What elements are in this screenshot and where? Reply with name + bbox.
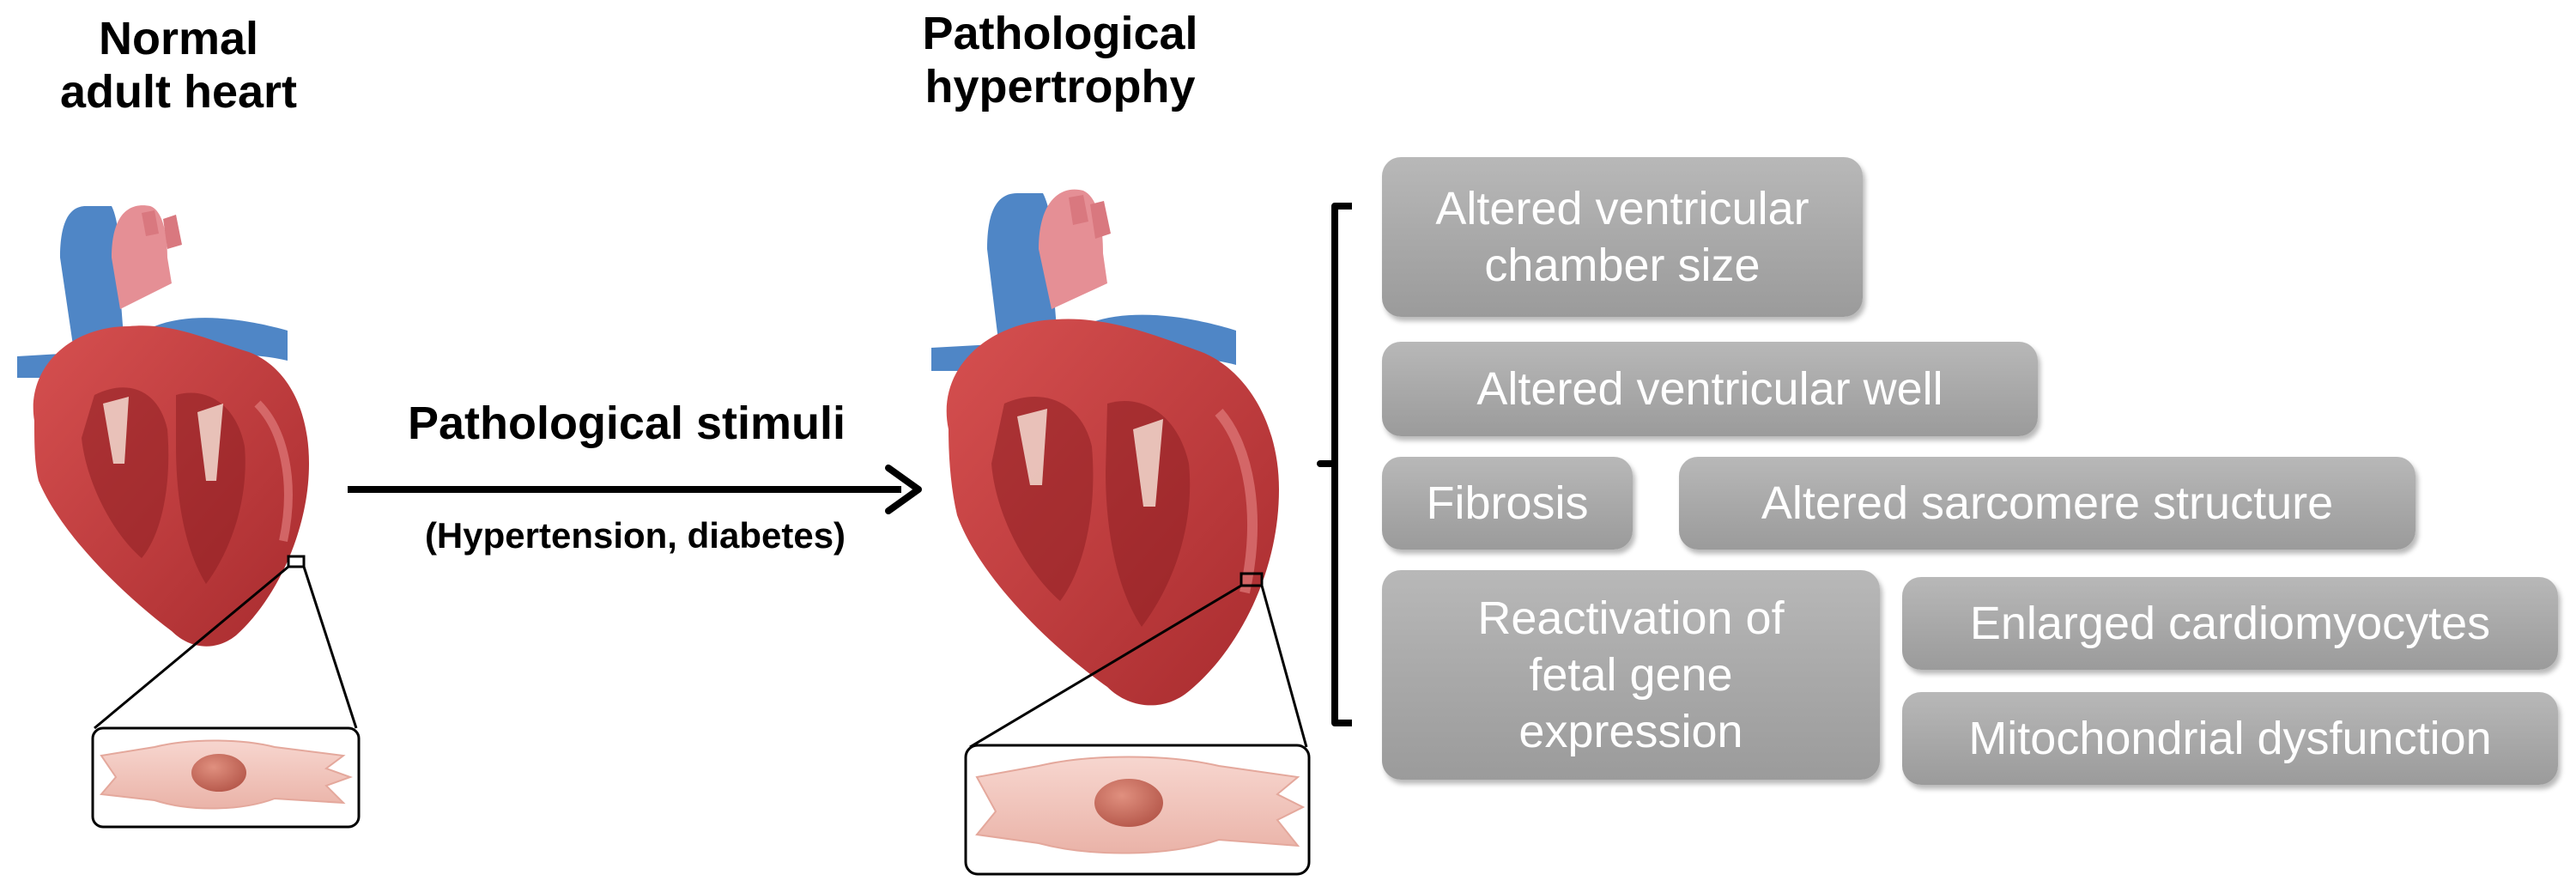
stimuli-sublabel: (Hypertension, diabetes) — [424, 515, 846, 556]
feature-text: Reactivation of — [1477, 592, 1785, 644]
stimuli-arrow — [348, 465, 922, 514]
zoom-line — [94, 565, 289, 730]
feature-box-chamber-size: Altered ventricular chamber size — [1382, 157, 1863, 317]
zoom-line — [1260, 585, 1308, 748]
normal-heart-title: Normal adult heart — [24, 12, 333, 118]
title-line: hypertrophy — [924, 61, 1196, 112]
feature-text: expression — [1518, 706, 1743, 757]
title-line: Normal — [98, 13, 259, 64]
feature-text: fetal gene — [1529, 649, 1733, 701]
normal-heart-icon — [17, 205, 309, 647]
feature-text: Altered ventricular well — [1476, 363, 1943, 415]
feature-text: chamber size — [1484, 240, 1761, 291]
zoom-marker — [1240, 572, 1264, 587]
bracket — [1317, 203, 1352, 726]
feature-text: Altered sarcomere structure — [1761, 477, 2334, 529]
feature-box-sarcomere: Altered sarcomere structure — [1679, 457, 2415, 550]
feature-box-ventricular-wall: Altered ventricular well — [1382, 342, 2038, 436]
enlarged-cardiomyocyte-icon — [975, 756, 1306, 854]
feature-box-mitochondrial: Mitochondrial dysfunction — [1902, 692, 2558, 785]
feature-text: Fibrosis — [1426, 477, 1589, 529]
title-line: Pathological — [922, 8, 1198, 59]
feature-box-fetal-gene: Reactivation of fetal gene expression — [1382, 570, 1880, 780]
zoom-line — [969, 584, 1242, 749]
feature-text: Mitochondrial dysfunction — [1968, 713, 2492, 764]
zoom-line — [302, 566, 358, 729]
feature-text: Altered ventricular — [1435, 183, 1809, 234]
enlarged-heart-icon — [931, 189, 1279, 706]
zoom-marker — [287, 555, 306, 568]
feature-box-enlarged-cardiomyocytes: Enlarged cardiomyocytes — [1902, 577, 2558, 670]
feature-box-fibrosis: Fibrosis — [1382, 457, 1633, 550]
pathological-hypertrophy-title: Pathological hypertrophy — [858, 7, 1262, 113]
stimuli-label: Pathological stimuli — [407, 398, 846, 449]
cardiomyocyte-icon — [100, 739, 353, 810]
feature-text: Enlarged cardiomyocytes — [1969, 598, 2491, 649]
title-line: adult heart — [59, 66, 298, 118]
